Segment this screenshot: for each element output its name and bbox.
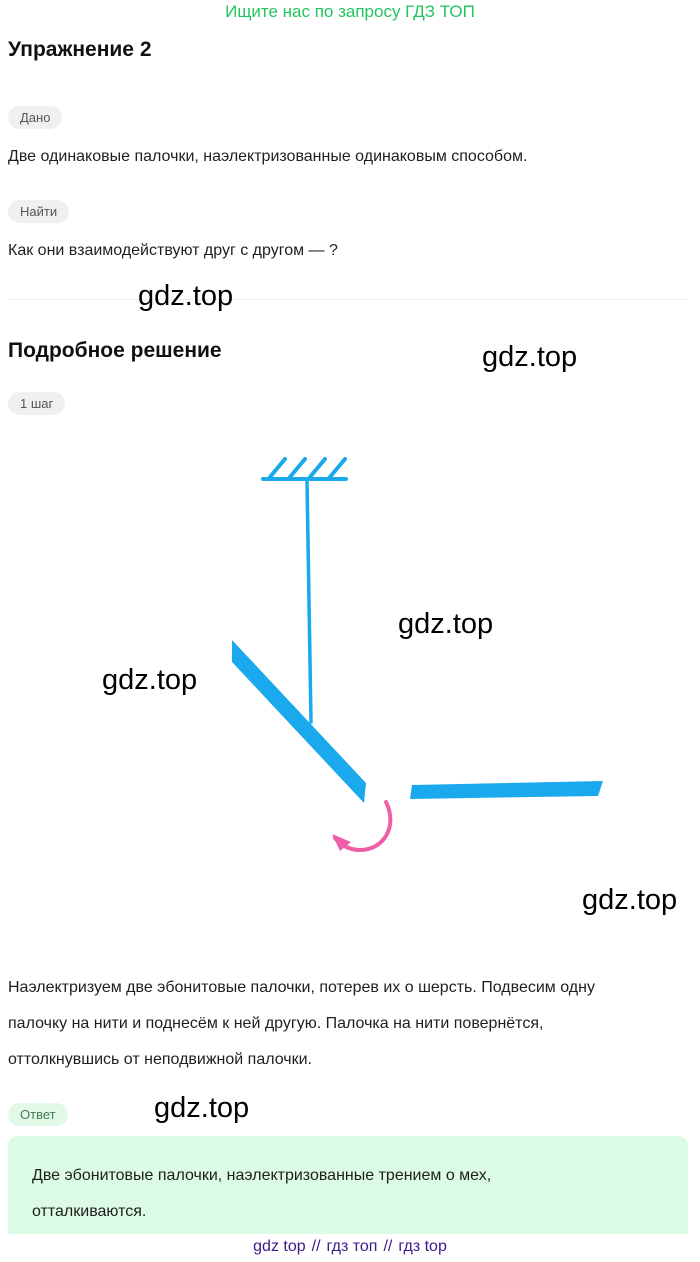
watermark: gdz.top <box>138 280 234 312</box>
search-banner: Ищите нас по запросу ГДЗ ТОП <box>225 2 475 21</box>
rotation-arrowhead <box>332 834 351 851</box>
hanging-thread <box>305 479 313 724</box>
ceiling-mount <box>261 457 348 481</box>
footer-link[interactable]: гдз топ <box>326 1238 378 1255</box>
answer-line: Две эбонитовые палочки, наэлектризованны… <box>32 1167 492 1184</box>
footer-separator: // <box>383 1238 393 1255</box>
step-chip-label: 1 шаг <box>8 392 66 415</box>
find-chip: Найти <box>8 200 70 223</box>
step-chip: 1 шаг <box>8 392 66 415</box>
watermark: gdz.top <box>398 608 494 640</box>
solution-line: палочку на нити и поднесём к ней другую.… <box>8 1015 544 1032</box>
watermark: gdz.top <box>582 884 678 916</box>
watermark: gdz.top <box>482 341 578 373</box>
exercise-title: Упражнение 2 <box>8 38 152 61</box>
answer-box: Две эбонитовые палочки, наэлектризованны… <box>8 1136 688 1234</box>
answer-chip: Ответ <box>8 1103 68 1126</box>
footer-separator: // <box>311 1238 321 1255</box>
answer-line: отталкиваются. <box>32 1203 147 1220</box>
solution-text: Наэлектризуем две эбонитовые палочки, по… <box>8 970 698 1078</box>
fixed-stick <box>410 781 603 799</box>
given-chip: Дано <box>8 106 63 129</box>
footer-link[interactable]: гдз top <box>398 1238 447 1255</box>
given-text: Две одинаковые палочки, наэлектризованны… <box>8 148 528 165</box>
find-chip-label: Найти <box>8 200 70 223</box>
section-divider <box>8 299 688 300</box>
electrified-sticks-diagram <box>232 457 603 853</box>
watermark: gdz.top <box>154 1092 250 1124</box>
footer-links: gdz top // гдз топ // гдз top <box>0 1238 700 1256</box>
watermark: gdz.top <box>102 664 198 696</box>
suspended-stick <box>232 640 366 803</box>
footer-link[interactable]: gdz top <box>253 1238 306 1255</box>
find-text: Как они взаимодействуют друг с другом — … <box>8 242 338 259</box>
solution-line: Наэлектризуем две эбонитовые палочки, по… <box>8 979 595 996</box>
solution-line: оттолкнувшись от неподвижной палочки. <box>8 1051 312 1068</box>
answer-chip-label: Ответ <box>8 1103 68 1126</box>
given-chip-label: Дано <box>8 106 63 129</box>
answer-text: Две эбонитовые палочки, наэлектризованны… <box>32 1158 652 1230</box>
solution-title: Подробное решение <box>8 339 222 362</box>
